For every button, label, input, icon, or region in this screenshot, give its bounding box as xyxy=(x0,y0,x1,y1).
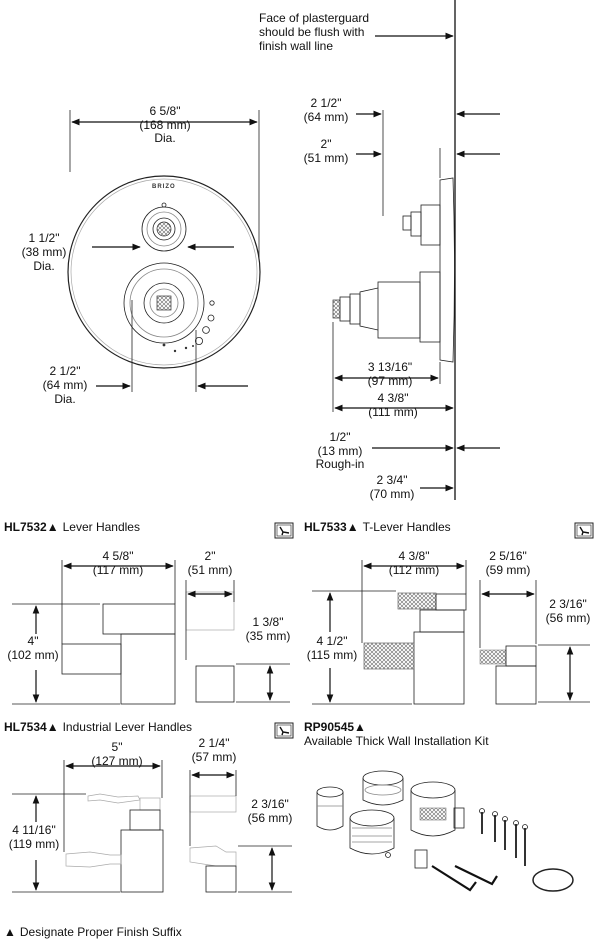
hl7534-depth-value: 2 1/4" xyxy=(199,736,230,750)
trim-dia-label: Dia. xyxy=(154,131,175,145)
hl7533-front-view xyxy=(361,560,467,705)
side-dim-f-value: 2 3/4" xyxy=(377,473,408,487)
hl7534-h-mm: (119 mm) xyxy=(9,837,59,851)
hl7533-h-mm: (115 mm) xyxy=(307,648,357,662)
small-knob-value: 1 1/2" xyxy=(29,231,60,245)
hl7533-depthh-mm: (56 mm) xyxy=(546,611,591,625)
large-knob xyxy=(123,262,205,344)
hl7532-side-view xyxy=(185,580,235,703)
hl7532-depth-value: 2" xyxy=(205,549,216,563)
hl7534-front-view xyxy=(63,760,164,893)
trim-front-view: BRIZO xyxy=(67,175,261,369)
trim-dia-mm: (168 mm) xyxy=(139,118,190,132)
brand-logo: BRIZO xyxy=(152,184,176,190)
hl7534-code: HL7534▲Industrial Lever Handles xyxy=(4,720,192,734)
hl7534-w-mm: (127 mm) xyxy=(91,754,142,768)
hl7534-depth-mm: (57 mm) xyxy=(192,750,237,764)
side-dim-b-value: 2" xyxy=(321,137,332,151)
trim-dia-value: 6 5/8" xyxy=(150,104,181,118)
small-knob-label: Dia. xyxy=(33,259,54,273)
large-knob-mm: (64 mm) xyxy=(43,378,88,392)
hl7533-depth-value: 2 5/16" xyxy=(489,549,527,563)
side-dim-b-mm: (51 mm) xyxy=(304,151,349,165)
rp90545-code: RP90545▲ xyxy=(304,720,366,734)
hl7533-w-value: 4 3/8" xyxy=(399,549,430,563)
large-knob-label: Dia. xyxy=(54,392,75,406)
trim-plate-outer xyxy=(67,175,261,369)
hl7532-code: HL7532▲Lever Handles xyxy=(4,520,140,534)
side-dim-e-value: 1/2" xyxy=(330,430,351,444)
hl7532-depthh-value: 1 3/8" xyxy=(253,615,284,629)
hl7532-h-mm: (102 mm) xyxy=(7,648,58,662)
hl7533-h-value: 4 1/2" xyxy=(317,634,348,648)
side-dim-d-mm: (111 mm) xyxy=(368,405,418,419)
accessibility-icon-3 xyxy=(274,722,294,739)
hl7534-depthh-value: 2 3/16" xyxy=(251,797,289,811)
plaster-note-line2: should be flush with xyxy=(259,25,364,39)
plaster-note-line1: Face of plasterguard xyxy=(259,11,369,25)
rp90545-desc: Available Thick Wall Installation Kit xyxy=(304,734,489,748)
small-knob-mm: (38 mm) xyxy=(22,245,67,259)
side-dim-c-mm: (97 mm) xyxy=(368,374,413,388)
side-dim-a-mm: (64 mm) xyxy=(304,110,349,124)
side-dim-f-mm: (70 mm) xyxy=(370,487,415,501)
side-dim-e-label: Rough-in xyxy=(316,457,365,471)
hl7533-side-view xyxy=(479,580,537,705)
hl7533-depth-mm: (59 mm) xyxy=(486,563,531,577)
accessibility-icon-2 xyxy=(574,522,594,539)
valve-side-profile xyxy=(332,148,455,363)
side-dim-e-mm: (13 mm) xyxy=(318,444,363,458)
large-knob-value: 2 1/2" xyxy=(50,364,81,378)
footer-note: ▲Designate Proper Finish Suffix xyxy=(4,925,182,939)
side-dim-a-value: 2 1/2" xyxy=(311,96,342,110)
install-kit-parts xyxy=(316,770,574,892)
hl7534-side-view xyxy=(189,770,237,893)
hl7532-w-value: 4 5/8" xyxy=(103,549,134,563)
plaster-note-line3: finish wall line xyxy=(259,39,333,53)
hl7532-depthh-mm: (35 mm) xyxy=(246,629,291,643)
hl7534-h-value: 4 11/16" xyxy=(12,823,55,837)
accessibility-icon-1 xyxy=(274,522,294,539)
side-dim-c-value: 3 13/16" xyxy=(368,360,412,374)
hl7532-h-value: 4" xyxy=(28,634,39,648)
hl7533-w-mm: (112 mm) xyxy=(389,563,439,577)
hl7533-code: HL7533▲T-Lever Handles xyxy=(304,520,451,534)
side-dim-d-value: 4 3/8" xyxy=(378,391,409,405)
hl7533-depthh-value: 2 3/16" xyxy=(549,597,587,611)
hl7532-depth-mm: (51 mm) xyxy=(188,563,233,577)
hl7532-w-mm: (117 mm) xyxy=(93,563,143,577)
hl7532-front-view xyxy=(61,560,176,705)
hl7534-w-value: 5" xyxy=(112,740,123,754)
hl7534-depthh-mm: (56 mm) xyxy=(248,811,293,825)
